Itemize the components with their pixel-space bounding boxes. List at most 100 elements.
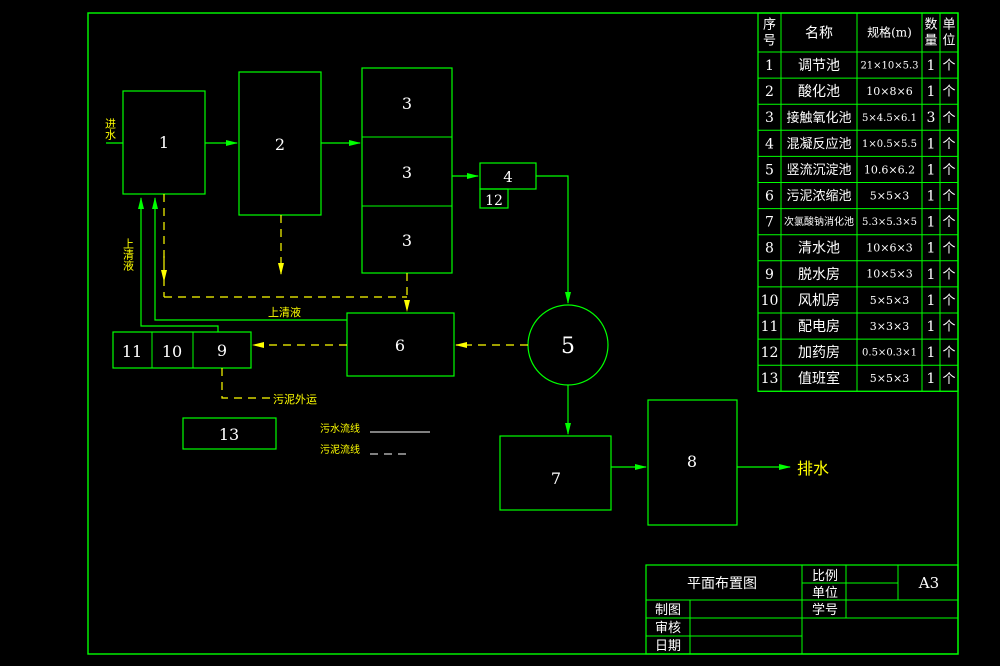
supernatant-mid-label: 上清液 (268, 305, 301, 319)
table-cell-index: 6 (765, 188, 774, 204)
table-cell-spec: 10.6×6.2 (864, 163, 915, 176)
supernatant-return-line (152, 197, 347, 321)
table-cell-index: 10 (761, 293, 779, 309)
supernatant-left-label: 上清液 (122, 238, 135, 272)
table-cell-index: 12 (761, 345, 779, 361)
table-header-qty: 量 (924, 34, 937, 49)
table-cell-spec: 5.3×5.3×5 (862, 217, 917, 228)
unit-3a-label: 3 (402, 94, 412, 113)
table-cell-name: 接触氧化池 (786, 110, 851, 126)
table-cell-qty: 1 (927, 215, 936, 231)
table-header-unit: 位 (942, 34, 955, 49)
unit-7-label: 7 (551, 469, 561, 488)
table-cell-unit: 个 (942, 163, 955, 178)
table-header-spec: 规格(m) (867, 25, 912, 40)
table-cell-index: 9 (765, 267, 774, 283)
sludge-out-label: 污泥外运 (273, 393, 317, 406)
legend: 污水流线 污泥流线 (320, 422, 430, 456)
unit-10-label: 10 (162, 342, 182, 361)
table-cell-name: 清水池 (798, 241, 840, 257)
unit-12-box (479, 188, 509, 209)
table-cell-index: 11 (761, 319, 779, 335)
title-block: 平面布置图 比例 单位 A3 制图 学号 审核 日期 (645, 564, 959, 655)
table-cell-qty: 1 (927, 241, 936, 257)
table-cell-qty: 1 (927, 371, 936, 387)
table-cell-spec: 0.5×0.3×1 (862, 348, 917, 359)
table-header-qty: 数 (924, 18, 937, 33)
table-cell-spec: 5×5×3 (870, 372, 909, 385)
table-cell-unit: 个 (942, 189, 955, 204)
table-cell-spec: 1×0.5×5.5 (862, 139, 917, 150)
unit-6-label: 6 (395, 336, 405, 355)
legend-sludge-label: 污泥流线 (320, 443, 360, 456)
unit-label: 单位 (812, 586, 838, 601)
table-cell-spec: 10×6×3 (866, 242, 912, 255)
table-cell-qty: 1 (927, 188, 936, 204)
sludge-flow-lines (161, 194, 528, 399)
unit-2-label: 2 (275, 135, 285, 154)
student-id-label: 学号 (812, 602, 838, 618)
table-cell-unit: 个 (942, 85, 955, 100)
table-cell-unit: 个 (942, 241, 955, 256)
scale-label: 比例 (812, 569, 838, 584)
table-cell-name: 混凝反应池 (786, 136, 851, 152)
table-cell-index: 8 (765, 241, 774, 257)
table-cell-qty: 1 (927, 84, 936, 100)
table-cell-spec: 10×8×6 (866, 85, 912, 98)
table-cell-spec: 21×10×5.3 (860, 61, 918, 72)
table-cell-name: 配电房 (798, 319, 840, 335)
unit-13-box (182, 417, 277, 450)
table-cell-name: 污泥浓缩池 (786, 188, 851, 204)
table-cell-index: 13 (761, 371, 779, 387)
table-cell-unit: 个 (942, 137, 955, 152)
date-label: 日期 (655, 639, 681, 654)
table-header-unit: 单 (942, 18, 955, 33)
table-cell-index: 1 (765, 58, 774, 74)
table-header-name: 名称 (805, 25, 833, 41)
table-cell-name: 值班室 (798, 370, 840, 387)
table-cell-index: 2 (765, 84, 774, 100)
table-cell-qty: 1 (927, 267, 936, 283)
drawing-title: 平面布置图 (687, 576, 757, 592)
paper-size: A3 (918, 574, 939, 592)
table-cell-qty: 1 (927, 136, 936, 152)
table-cell-unit: 个 (942, 372, 955, 387)
table-cell-qty: 1 (927, 293, 936, 309)
table-cell-unit: 个 (942, 267, 955, 282)
unit-1-label: 1 (159, 133, 169, 152)
legend-sewage-label: 污水流线 (320, 422, 360, 435)
drawn-by-label: 制图 (655, 603, 681, 618)
table-cell-spec: 10×5×3 (866, 268, 912, 281)
inflow-label: 进水 (104, 118, 117, 140)
table-cell-name: 风机房 (798, 293, 840, 309)
table-cell-unit: 个 (942, 346, 955, 361)
reviewed-by-label: 审核 (655, 621, 681, 636)
table-header-index: 号 (763, 34, 776, 49)
table-cell-qty: 1 (927, 319, 936, 335)
sludge-out-line (221, 368, 272, 399)
table-cell-index: 5 (765, 162, 774, 178)
unit-11-label: 11 (122, 342, 142, 361)
unit-3c-label: 3 (402, 231, 412, 250)
unit-8-box (647, 399, 738, 526)
supernatant-return-line (138, 197, 219, 332)
unit-5-label: 5 (561, 334, 575, 359)
unit-3b-label: 3 (402, 163, 412, 182)
table-cell-unit: 个 (942, 320, 955, 335)
unit-8-label: 8 (687, 452, 697, 471)
table-cell-unit: 个 (942, 111, 955, 126)
table-cell-index: 7 (765, 215, 774, 231)
table-cell-qty: 1 (927, 162, 936, 178)
table-cell-index: 4 (765, 136, 774, 152)
table-cell-name: 竖流沉淀池 (786, 163, 851, 178)
table-cell-spec: 5×5×3 (870, 294, 909, 307)
discharge-label: 排水 (797, 459, 829, 478)
table-cell-unit: 个 (942, 215, 955, 230)
table-header-index: 序 (763, 18, 776, 33)
table-cell-qty: 3 (927, 110, 936, 126)
table-cell-spec: 5×5×3 (870, 189, 909, 202)
unit-4-label: 4 (503, 168, 513, 186)
table-cell-spec: 3×3×3 (870, 320, 909, 333)
